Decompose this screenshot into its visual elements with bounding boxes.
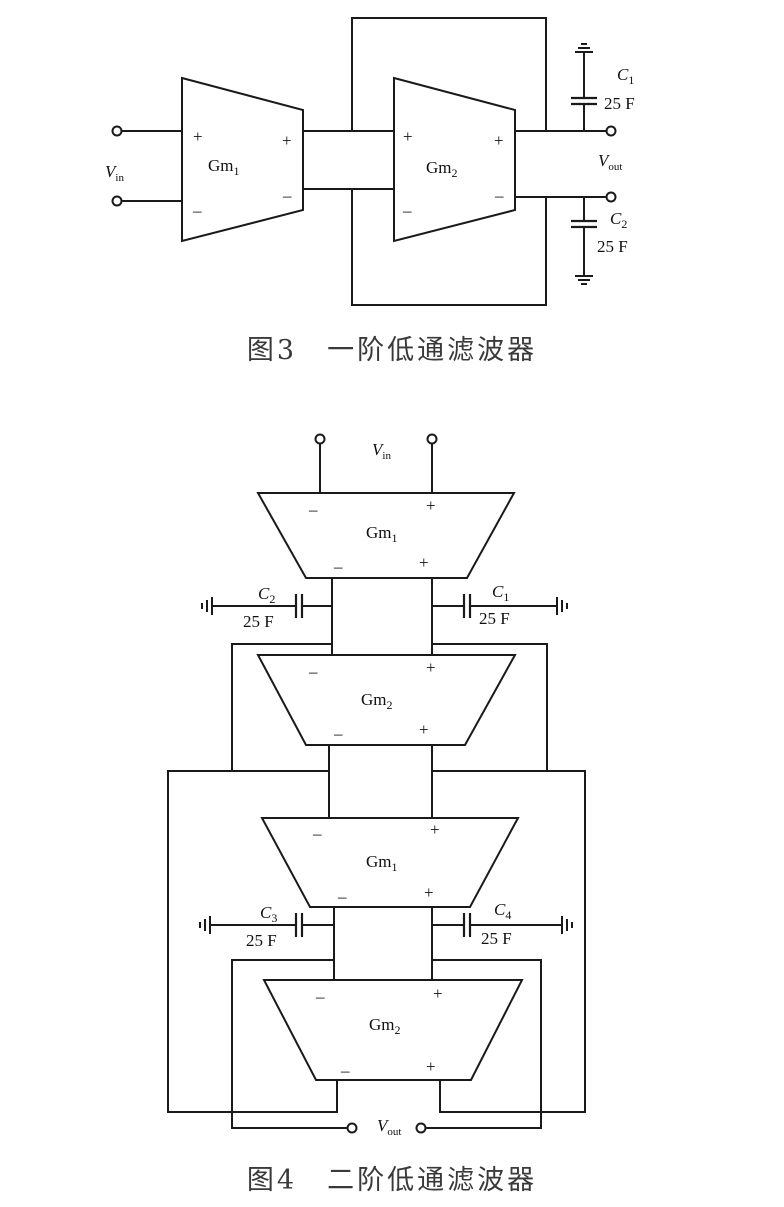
ground-symbol-c3-fig4 [199,916,211,934]
gm2-second-in-plus: + [426,658,436,677]
gm1-third-in-minus: – [312,824,322,843]
gm1-amplifier-top [256,492,516,579]
gm1-third-out-plus: + [424,883,434,902]
fig4-circuit: Vin Vout [167,433,586,1138]
vin-minus-terminal-fig4[interactable] [314,433,326,445]
gm2-bottom-out-minus: – [340,1061,350,1080]
gm1-top-out-minus: – [333,557,343,576]
ground-symbol-c1-fig4 [556,597,568,615]
c1-capacitor-fig4 [432,594,557,618]
c2-label: C2 [610,209,627,231]
c1-value-fig4: 25 F [479,609,510,628]
gm2-out-plus: + [494,131,504,150]
c3-capacitor-fig4 [210,913,334,937]
gm1-label-top: Gm1 [366,523,398,545]
gm2-bottom-in-minus: – [315,987,325,1006]
gm2-bottom-out-plus: + [426,1057,436,1076]
c3-label-fig4: C3 [260,903,277,925]
c2-value: 25 F [597,237,628,256]
ground-symbol-c2 [575,275,593,285]
c4-value-fig4: 25 F [481,929,512,948]
gm1-top-in-plus: + [426,496,436,515]
c1-label-fig4: C1 [492,582,509,604]
gm1-amplifier [181,76,304,243]
c3-value-fig4: 25 F [246,931,277,950]
ground-symbol-c2-fig4 [201,597,213,615]
c2-capacitor [571,197,597,276]
vin-plus-terminal-fig4[interactable] [426,433,438,445]
gm1-label-third: Gm1 [366,852,398,874]
ground-symbol-c4-fig4 [561,916,573,934]
c2-label-fig4: C2 [258,584,275,606]
gm1-top-in-minus: – [308,500,318,519]
gm2-second-out-plus: + [419,720,429,739]
gm1-third-in-plus: + [430,820,440,839]
c4-label-fig4: C4 [494,900,511,922]
vout-plus-terminal-fig4[interactable] [415,1122,427,1134]
gm1-top-out-plus: + [419,553,429,572]
vout-label-fig4: Vout [377,1116,401,1138]
gm2-amplifier [393,76,516,243]
gm2-label: Gm2 [426,158,458,180]
c2-capacitor-fig4 [212,594,332,618]
vin-label-fig4: Vin [372,440,391,462]
vout-plus-terminal[interactable] [605,125,617,137]
fig3-circuit: Gm1 Gm2 + – + – + – + – Vin Vout C1 25 F… [105,17,635,306]
gm2-second-in-minus: – [308,662,318,681]
c2-value-fig4: 25 F [243,612,274,631]
gm2-label-second: Gm2 [361,690,393,712]
c1-value: 25 F [604,94,635,113]
gm2-in-plus: + [403,127,413,146]
gm1-label: Gm1 [208,156,240,178]
gm1-out-plus: + [282,131,292,150]
gm2-label-bottom: Gm2 [369,1015,401,1037]
gm1-out-minus: – [282,186,292,205]
vout-label: Vout [598,151,622,173]
ground-symbol-c1 [575,43,593,53]
c4-capacitor-fig4 [432,913,562,937]
vin-plus-terminal[interactable] [111,125,123,137]
gm2-amplifier-second [256,654,517,746]
figure-4-caption: 图4 二阶低通滤波器 [246,1165,538,1196]
gm2-second-out-minus: – [333,724,343,743]
gm2-bottom-in-plus: + [433,984,443,1003]
gm2-out-minus: – [494,186,504,205]
vout-minus-terminal-fig4[interactable] [346,1122,358,1134]
vin-label: Vin [105,162,124,184]
c1-label: C1 [617,65,634,87]
vout-minus-terminal[interactable] [605,191,617,203]
gm2-amplifier-bottom [262,979,524,1081]
vin-minus-terminal[interactable] [111,195,123,207]
figure-3-caption: 图3 一阶低通滤波器 [246,335,538,366]
gm1-in-plus: + [193,127,203,146]
c1-capacitor [571,52,597,131]
gm2-in-minus: – [402,201,412,220]
gm1-in-minus: – [192,201,202,220]
gm1-third-out-minus: – [337,887,347,906]
